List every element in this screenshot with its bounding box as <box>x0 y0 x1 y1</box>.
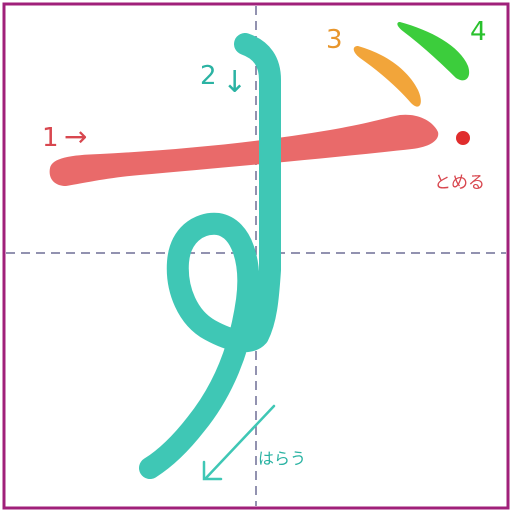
stroke-3-number: 3 <box>326 25 343 55</box>
stroke-2-number: 2 <box>200 61 217 91</box>
diagonal-arrow-icon <box>202 404 276 481</box>
stroke-2-vertical-loop <box>139 33 281 479</box>
stroke-4-dakuten <box>397 22 470 81</box>
stroke-1-horizontal <box>49 114 439 186</box>
stroke-1-number: 1 <box>42 123 59 153</box>
harau-label: はらう <box>258 449 306 468</box>
stroke-4-number: 4 <box>470 17 487 47</box>
tomeru-label: とめる <box>434 173 485 193</box>
outer-border <box>2 2 510 510</box>
stroke-2-arrow: ↓ <box>222 65 247 100</box>
red-dot-icon <box>456 131 470 145</box>
stroke-1-arrow: → <box>64 120 87 153</box>
stroke-3-dakuten <box>353 46 421 107</box>
